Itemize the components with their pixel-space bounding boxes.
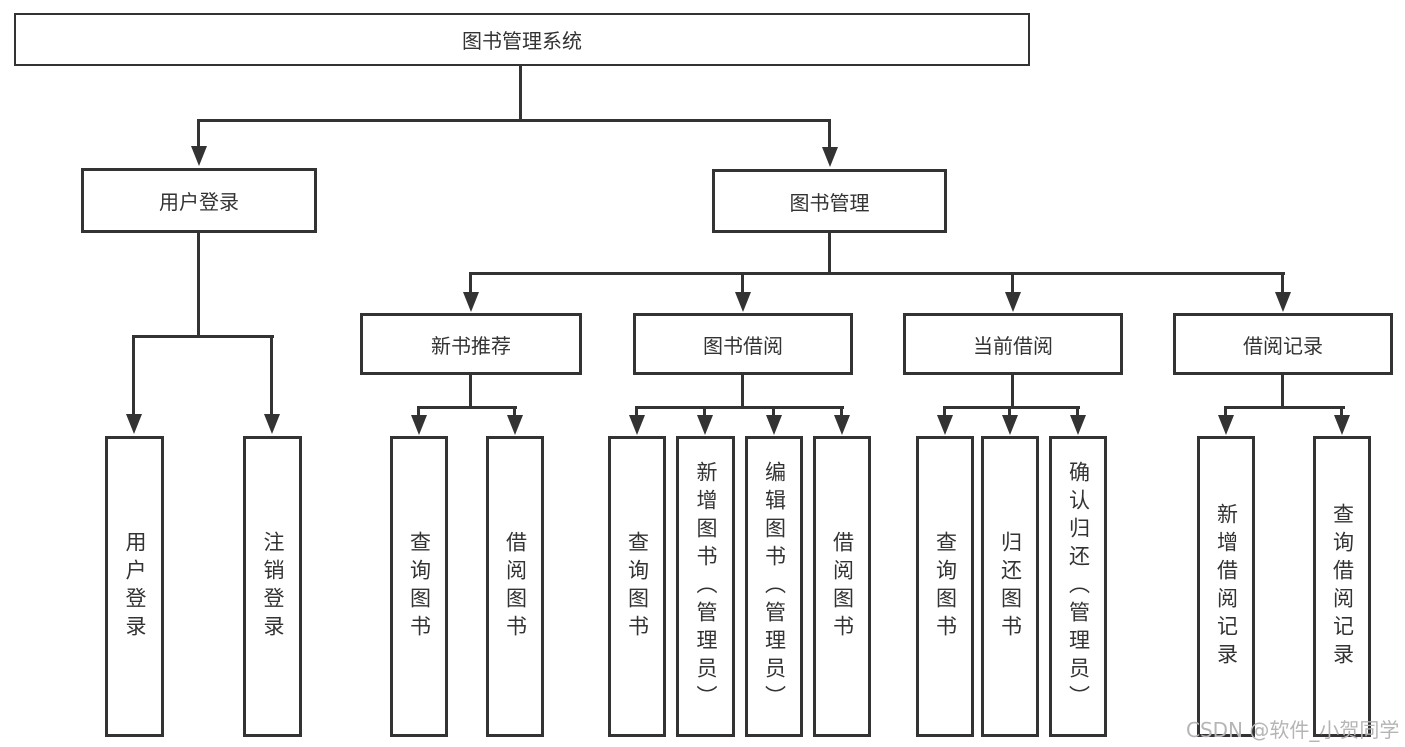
connector-m4-c1-stem [1224,406,1227,417]
arrow-down-icon [1005,292,1021,312]
leaf-borrow-book-2-label: 借阅图书 [830,530,855,643]
node-borrow-record-label: 借阅记录 [1243,333,1323,358]
connector-m3-c2-stem [1008,406,1011,417]
arrow-down-icon [1334,415,1350,435]
connector-m2-bar [635,406,844,409]
node-new-book-recommend: 新书推荐 [360,313,582,375]
connector-root-stem [519,66,522,119]
connector-m3-c3-stem [1076,406,1079,417]
arrow-down-icon [1070,415,1086,435]
arrow-down-icon [126,414,142,434]
connector-level3-bar [469,272,1285,275]
arrow-down-icon [463,292,479,312]
connector-module4-stem [1281,272,1284,293]
watermark: CSDN @软件_小贺同学 [1186,718,1400,742]
leaf-logout: 注销登录 [243,436,302,737]
connector-m1-bar [417,406,517,409]
connector-level2-bar [197,119,831,122]
leaf-add-borrow-record-label: 新增借阅记录 [1214,502,1239,671]
connector-m2-c1-stem [635,406,638,417]
node-book-management: 图书管理 [712,169,947,233]
connector-m3-c1-stem [943,406,946,417]
leaf-confirm-return-admin: 确认归还（管理员） [1049,436,1107,737]
connector-login-stem [197,233,200,335]
node-user-login: 用户登录 [81,168,317,233]
arrow-down-icon [697,415,713,435]
leaf-query-book-1-label: 查询图书 [407,530,432,643]
leaf-query-book-1: 查询图书 [390,436,448,737]
leaf-query-book-3-label: 查询图书 [933,530,958,643]
node-borrow-record: 借阅记录 [1173,313,1393,375]
leaf-user-login: 用户登录 [105,436,164,737]
leaf-borrow-book-1-label: 借阅图书 [503,530,528,643]
connector-m2-stem [741,375,744,406]
arrow-down-icon [834,415,850,435]
node-root: 图书管理系统 [14,13,1030,66]
leaf-user-login-label: 用户登录 [123,530,147,643]
leaf-confirm-return-admin-label: 确认归还（管理员） [1066,460,1091,713]
arrow-down-icon [937,415,953,435]
arrow-down-icon [411,415,427,435]
arrow-down-icon [766,415,782,435]
leaf-edit-book-admin: 编辑图书（管理员） [745,436,803,737]
leaf-query-book-3: 查询图书 [916,436,974,737]
connector-login-child2-stem [270,335,273,415]
node-book-borrow: 图书借阅 [633,313,853,375]
connector-m4-stem [1281,375,1284,406]
connector-login-bar [132,335,274,338]
leaf-query-book-2-label: 查询图书 [625,530,650,643]
connector-module2-stem [741,272,744,293]
arrow-down-icon [1002,415,1018,435]
connector-book-mgmt-stem [828,119,831,147]
node-new-book-recommend-label: 新书推荐 [431,333,511,358]
connector-m4-c2-stem [1340,406,1343,417]
arrow-down-icon [191,146,207,166]
arrow-down-icon [264,414,280,434]
node-user-login-label: 用户登录 [159,190,239,214]
leaf-add-borrow-record: 新增借阅记录 [1197,436,1255,737]
connector-m2-c4-stem [840,406,843,417]
leaf-query-book-2: 查询图书 [608,436,666,737]
connector-user-login-stem [197,119,200,147]
connector-m3-stem [1011,375,1014,406]
arrow-down-icon [629,415,645,435]
leaf-logout-label: 注销登录 [261,530,285,643]
arrow-down-icon [507,415,523,435]
node-book-borrow-label: 图书借阅 [703,333,783,358]
leaf-return-book-label: 归还图书 [998,530,1023,643]
connector-module1-stem [469,272,472,293]
connector-m4-bar [1224,406,1345,409]
leaf-add-book-admin: 新增图书（管理员） [676,436,735,737]
leaf-return-book: 归还图书 [981,436,1039,737]
connector-login-child1-stem [132,335,135,415]
node-book-management-label: 图书管理 [789,190,870,215]
connector-m3-bar [943,406,1080,409]
connector-mgmt-stem [828,233,831,272]
leaf-borrow-book-1: 借阅图书 [486,436,544,737]
connector-m1-c1-stem [417,406,420,417]
arrow-down-icon [1218,415,1234,435]
connector-module3-stem [1011,272,1014,293]
connector-m2-c3-stem [772,406,775,417]
node-root-label: 图书管理系统 [462,29,582,53]
leaf-query-borrow-record: 查询借阅记录 [1313,436,1371,737]
leaf-borrow-book-2: 借阅图书 [813,436,871,737]
leaf-query-borrow-record-label: 查询借阅记录 [1330,502,1355,671]
leaf-add-book-admin-label: 新增图书（管理员） [694,460,718,713]
arrow-down-icon [1275,292,1291,312]
connector-m1-stem [469,375,472,406]
node-current-borrow: 当前借阅 [903,313,1123,375]
node-current-borrow-label: 当前借阅 [973,333,1053,358]
leaf-edit-book-admin-label: 编辑图书（管理员） [762,460,787,713]
arrow-down-icon [735,292,751,312]
connector-m1-c2-stem [513,406,516,417]
connector-m2-c2-stem [703,406,706,417]
arrow-down-icon [822,147,838,167]
